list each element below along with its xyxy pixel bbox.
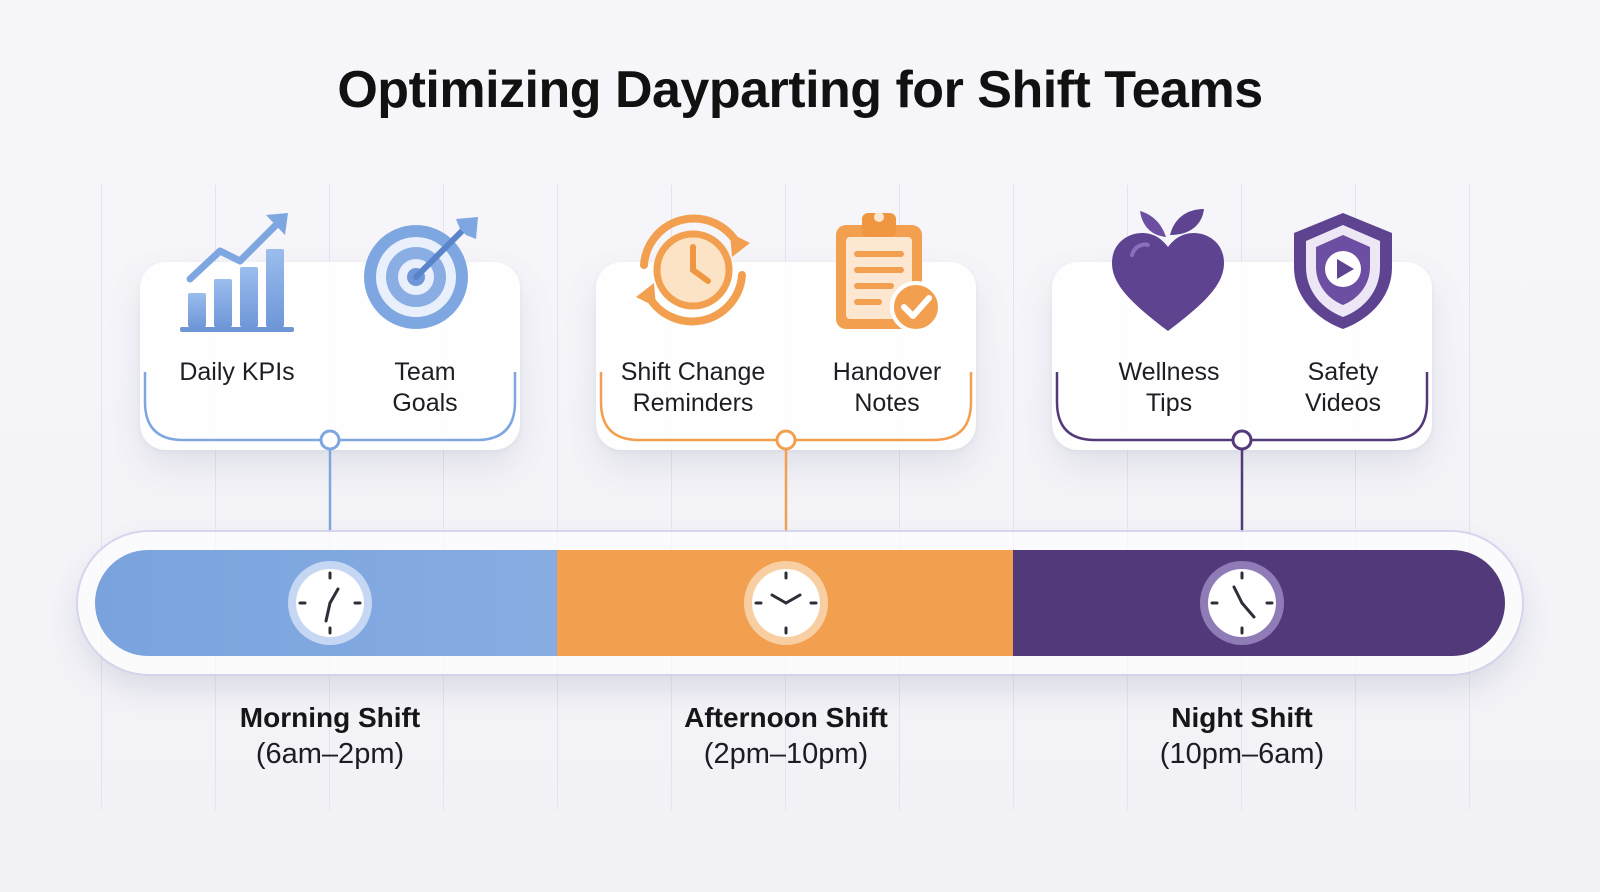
morning-shift-name: Morning Shift <box>239 702 421 733</box>
shield-play-icon <box>1278 205 1408 335</box>
morning-shift-time: (6am–2pm) <box>255 738 405 770</box>
grid-line <box>215 185 216 810</box>
bar-chart-trend-icon <box>172 205 302 335</box>
clock-cycle-icon <box>628 205 758 335</box>
grid-line <box>1355 185 1356 810</box>
page-title: Optimizing Dayparting for Shift Teams <box>337 61 1263 119</box>
item-label-shift-change-reminders: Shift Change Reminders <box>620 358 766 417</box>
night-shift-name: Night Shift <box>1171 702 1313 733</box>
morning-clock-icon <box>286 559 374 647</box>
grid-line <box>1013 185 1014 810</box>
afternoon-shift-name: Afternoon Shift <box>684 702 888 733</box>
grid-line <box>899 185 900 810</box>
grid-line <box>1469 185 1470 810</box>
afternoon-clock-icon <box>742 559 830 647</box>
target-arrow-icon <box>360 205 490 335</box>
item-label-handover-notes: Handover Notes <box>832 358 942 417</box>
item-label-team-goals: Team Goals <box>392 358 458 417</box>
item-label-wellness-tips: Wellness Tips <box>1118 358 1220 417</box>
clipboard-check-icon <box>822 205 952 335</box>
grid-line <box>443 185 444 810</box>
grid-line <box>557 185 558 810</box>
afternoon-shift-time: (2pm–10pm) <box>703 738 869 770</box>
night-shift-time: (10pm–6am) <box>1159 738 1325 770</box>
grid-line <box>1127 185 1128 810</box>
item-label-daily-kpis: Daily KPIs <box>179 358 295 386</box>
item-label-safety-videos: Safety Videos <box>1305 358 1381 417</box>
grid-line <box>671 185 672 810</box>
night-clock-icon <box>1198 559 1286 647</box>
grid-line <box>101 185 102 810</box>
heart-fruit-icon <box>1104 205 1234 335</box>
